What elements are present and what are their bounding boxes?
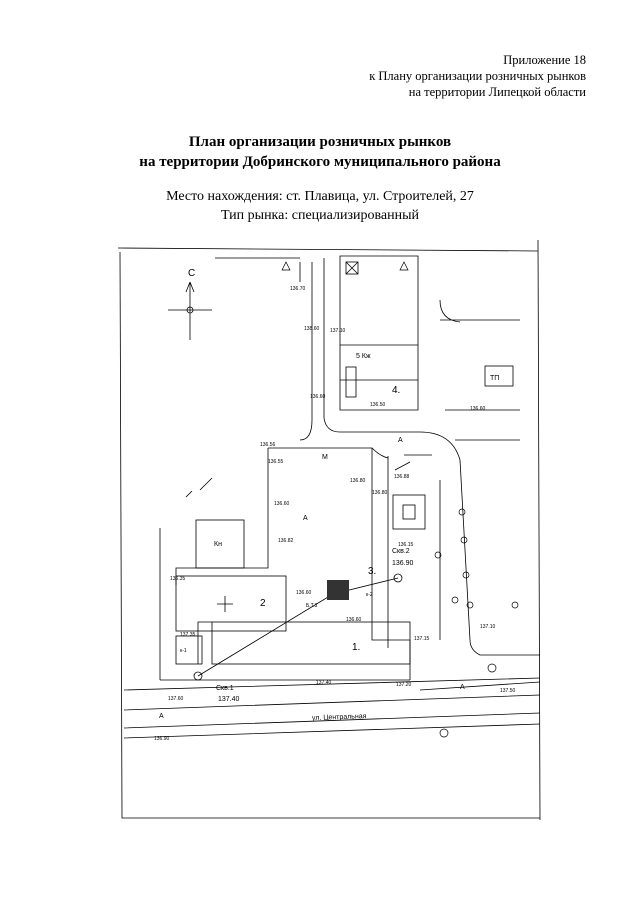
zone-a-label-2: А: [398, 437, 403, 444]
elev-12: 136.88: [394, 474, 410, 480]
location-info: Место нахождения: ст. Плавица, ул. Строи…: [0, 187, 640, 225]
k1-label: к-1: [180, 648, 187, 654]
elev-10: 136.15: [398, 542, 414, 548]
elev-24: 138.60: [304, 326, 320, 332]
elev-1: 136.70: [290, 286, 306, 292]
zone-a-label-3: А: [159, 713, 164, 720]
m-label: М: [322, 454, 328, 461]
elev-23: 136.35: [170, 576, 186, 582]
elev-18: 137.20: [396, 682, 412, 688]
tp-label: ТП: [490, 375, 499, 382]
market-type: Тип рынка: специализированный: [220, 208, 420, 223]
document-title: План организации розничных рынков на тер…: [0, 132, 640, 172]
well-2-elevation: 136.90: [392, 560, 414, 567]
elev-15: 137.15: [414, 636, 430, 642]
elev-2: 136.60: [310, 394, 326, 400]
hatch-marker: [327, 580, 349, 600]
elev-16: 137.35: [180, 632, 196, 638]
well-1-elevation: 137.40: [218, 696, 240, 703]
well-2-label: Скв.2: [392, 548, 410, 555]
location-address: Место нахождения: ст. Плавица, ул. Строи…: [166, 189, 474, 204]
zone-a-label-1: А: [303, 515, 308, 522]
appendix-line-3: на территории Липецкой области: [408, 85, 586, 99]
elev-21: 137.10: [480, 624, 496, 630]
street-label: ул. Центральная: [312, 713, 367, 722]
title-line-2: на территории Добринского муниципального…: [139, 154, 501, 170]
elev-3: 137.10: [330, 328, 346, 334]
building-2-label: 2: [260, 598, 266, 609]
elev-4: 136.56: [260, 442, 276, 448]
elev-13: 136.60: [296, 590, 312, 596]
elev-22: 136.60: [470, 406, 486, 412]
elev-7: 136.60: [274, 501, 290, 507]
kn-label: Кн: [214, 541, 222, 548]
compass-north-label: С: [188, 268, 195, 279]
appendix-line-2: к Плану организации розничных рынков: [369, 69, 586, 83]
elev-25: 136.90: [154, 736, 170, 742]
elev-9: 136.82: [278, 538, 294, 544]
well-1-label: Скв.1: [216, 685, 234, 692]
elev-11: 136.80: [372, 490, 388, 496]
zone-a-label-4: А: [460, 684, 465, 691]
building-3-label: 3.: [368, 566, 376, 577]
elev-6: 136.55: [268, 459, 284, 465]
appendix-note: Приложение 18 к Плану организации рознич…: [369, 52, 586, 100]
elev-19: 137.50: [500, 688, 516, 694]
building-4-floors: 5 Кж: [356, 353, 371, 360]
elev-8: 136.80: [350, 478, 366, 484]
building-4-label: 4.: [392, 385, 400, 396]
elev-20: 137.60: [168, 696, 184, 702]
building-1-label: 1.: [352, 642, 360, 653]
k2-label: к-2: [366, 592, 373, 598]
elev-5: 136.50: [370, 402, 386, 408]
appendix-line-1: Приложение 18: [503, 53, 586, 67]
bt-label: Б.Т.3: [306, 603, 318, 609]
elev-17: 137.40: [316, 680, 332, 686]
title-line-1: План организации розничных рынков: [188, 134, 452, 150]
elev-14: 136.60: [346, 617, 362, 623]
